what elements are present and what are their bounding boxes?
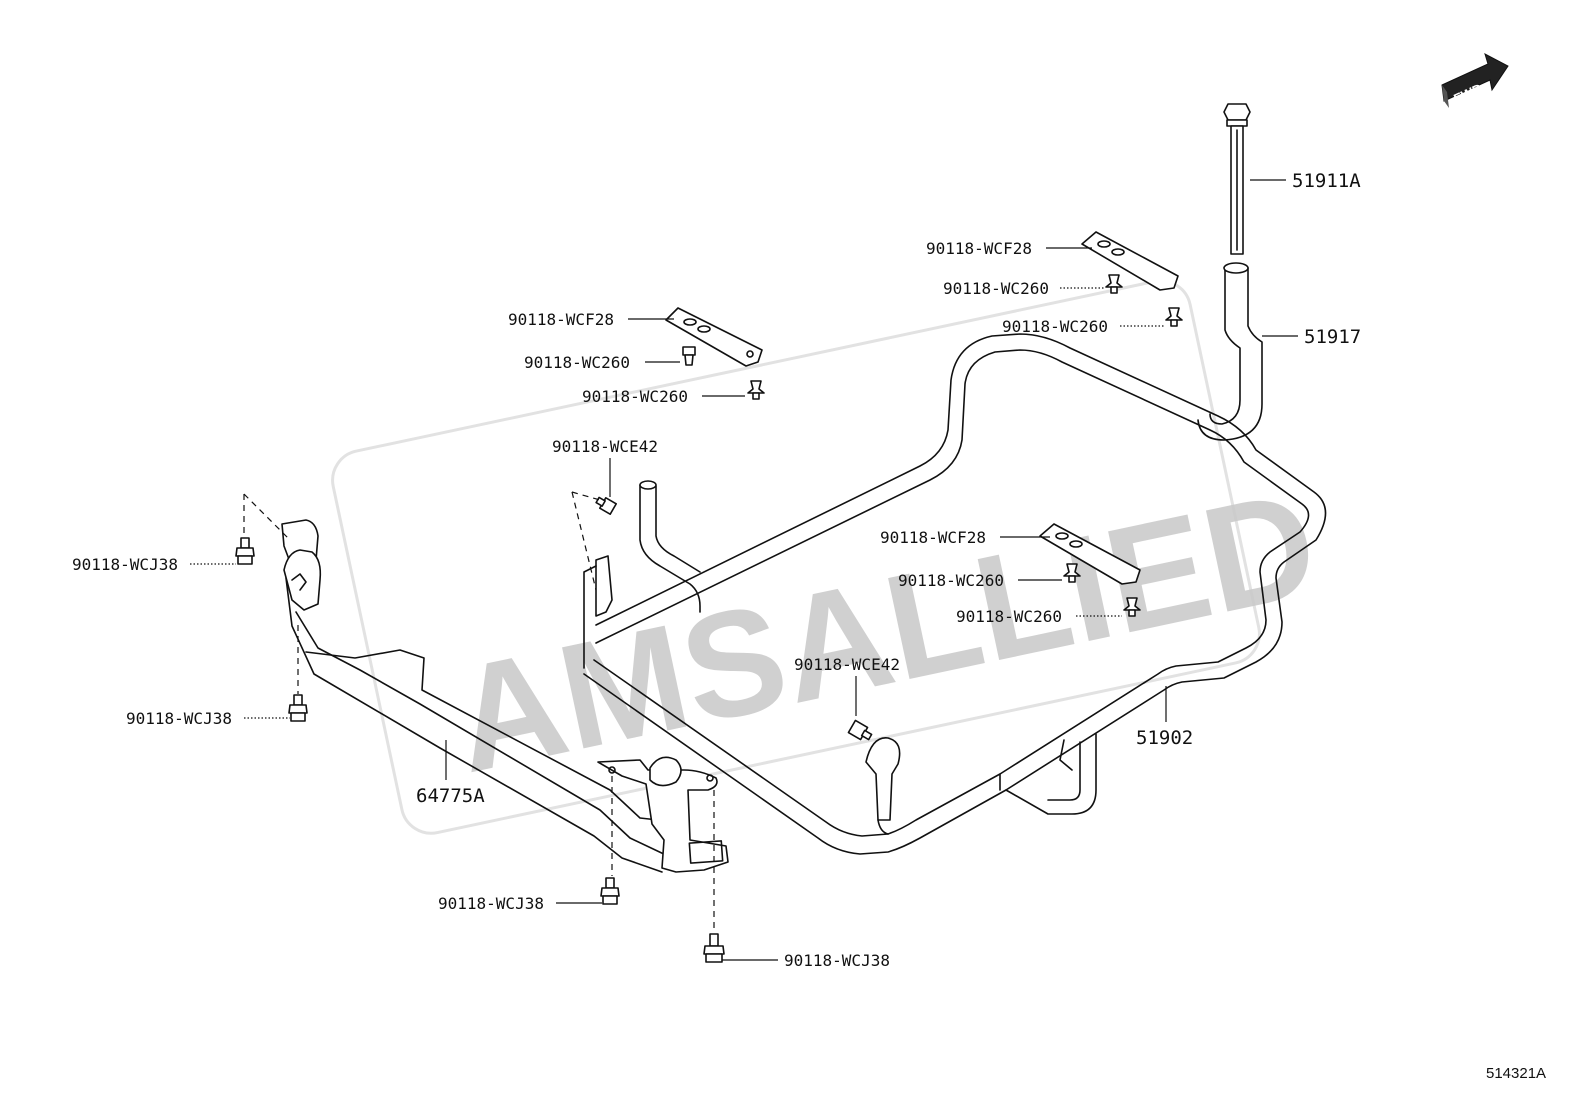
label-wcf28-a: 90118-WCF28 <box>508 310 614 329</box>
label-wc260-c1: 90118-WC260 <box>898 571 1004 590</box>
plate-wcf28-c <box>1039 523 1141 585</box>
label-wcj38-b: 90118-WCJ38 <box>126 709 232 728</box>
label-wcf28-c: 90118-WCF28 <box>880 528 986 547</box>
part-51902-frame <box>583 333 1327 855</box>
plate-wcf28-a <box>665 307 763 367</box>
part-labels: 51911A 51917 51902 64775A 90118-WCF28 90… <box>72 170 1361 970</box>
label-wce42-b: 90118-WCE42 <box>794 655 900 674</box>
label-wc260-a1: 90118-WC260 <box>524 353 630 372</box>
label-wc260-a2: 90118-WC260 <box>582 387 688 406</box>
plate-wcf28-b <box>1081 231 1179 291</box>
label-wce42-a: 90118-WCE42 <box>552 437 658 456</box>
fwd-arrow-icon: FWD <box>1441 53 1509 108</box>
watermark: AMSALLIED <box>331 279 1330 835</box>
label-wcf28-b: 90118-WCF28 <box>926 239 1032 258</box>
label-wc260-c2: 90118-WC260 <box>956 607 1062 626</box>
label-64775A: 64775A <box>416 785 485 807</box>
alignment-lines <box>243 491 715 932</box>
part-51911A-rod <box>1223 103 1251 255</box>
label-wc260-b1: 90118-WC260 <box>943 279 1049 298</box>
diagram-id: 514321A <box>1486 1065 1546 1082</box>
part-51917-hose <box>1197 262 1263 441</box>
label-wcj38-d: 90118-WCJ38 <box>784 951 890 970</box>
label-wcj38-a: 90118-WCJ38 <box>72 555 178 574</box>
label-wcj38-c: 90118-WCJ38 <box>438 894 544 913</box>
bolt-wcj38-icons <box>235 537 725 963</box>
part-64775A-crossmember <box>281 519 729 873</box>
leader-lines <box>190 179 1298 961</box>
label-wc260-b2: 90118-WC260 <box>1002 317 1108 336</box>
bolt-wce42-icons <box>595 496 873 741</box>
label-51902: 51902 <box>1136 727 1193 749</box>
label-51911A: 51911A <box>1292 170 1361 192</box>
clip-icons <box>682 274 1183 617</box>
label-51917: 51917 <box>1304 326 1361 348</box>
